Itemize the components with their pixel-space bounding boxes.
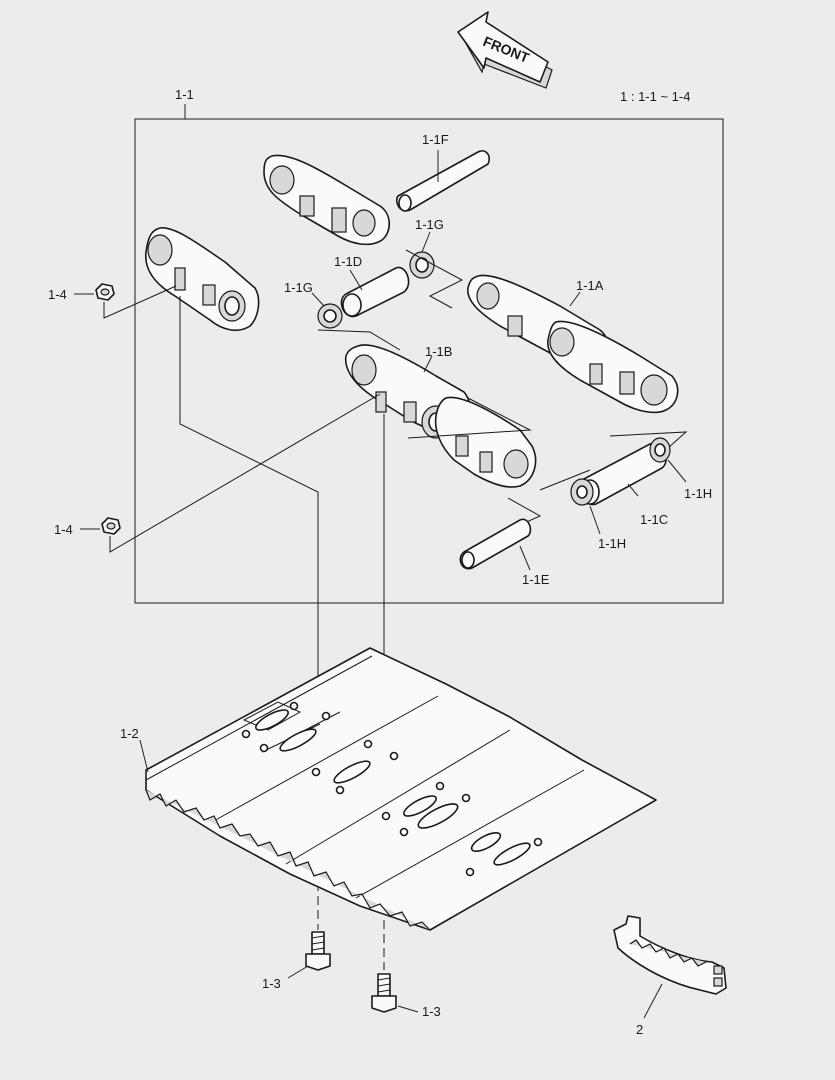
leader-line bbox=[519, 545, 531, 571]
label-1-1g-upper: 1-1G bbox=[415, 217, 444, 232]
alignment-bracket bbox=[405, 249, 464, 309]
alignment-bracket bbox=[407, 397, 532, 439]
label-1-4-lower: 1-4 bbox=[54, 522, 73, 537]
label-1-2: 1-2 bbox=[120, 726, 139, 741]
label-1-1f: 1-1F bbox=[422, 132, 449, 147]
assembly-frame bbox=[134, 118, 724, 604]
pin-1-1f bbox=[395, 150, 491, 212]
leader-line bbox=[109, 393, 381, 553]
label-1-3-right: 1-3 bbox=[422, 1004, 441, 1019]
leader-line bbox=[589, 505, 601, 535]
leader-line bbox=[667, 459, 687, 483]
seal-1-1g-upper bbox=[409, 251, 435, 279]
label-1-4-upper: 1-4 bbox=[48, 287, 67, 302]
label-1-1b: 1-1B bbox=[425, 344, 452, 359]
leader-line bbox=[349, 269, 363, 291]
pin-1-1e bbox=[459, 518, 532, 570]
link-1-1a bbox=[467, 274, 679, 414]
link-upper-left bbox=[145, 227, 260, 332]
alignment-bracket bbox=[609, 431, 688, 449]
label-1-1d: 1-1D bbox=[334, 254, 362, 269]
link-upper-middle bbox=[263, 154, 391, 246]
seal-1-1h-lower bbox=[570, 478, 594, 506]
leader-line bbox=[311, 292, 325, 307]
front-arrow: FRONT bbox=[457, 11, 553, 89]
scale-note: 1 : 1-1 ~ 1-4 bbox=[620, 89, 690, 104]
bushing-1-1d bbox=[340, 266, 410, 318]
track-shoe-1-2 bbox=[145, 647, 657, 931]
leader-line bbox=[139, 739, 149, 773]
leader-line bbox=[423, 355, 433, 373]
label-1-1h-right: 1-1H bbox=[684, 486, 712, 501]
seal-1-1g-left bbox=[317, 303, 343, 329]
label-1-1g-left: 1-1G bbox=[284, 280, 313, 295]
link-1-1b bbox=[344, 344, 537, 488]
label-2: 2 bbox=[636, 1022, 643, 1037]
nut-1-4-upper bbox=[95, 283, 115, 301]
leader-line bbox=[421, 231, 431, 253]
bolt-1-3-right bbox=[371, 973, 397, 1013]
bolt-axis-line bbox=[179, 296, 319, 770]
leader-line bbox=[643, 983, 663, 1019]
track-guide-2 bbox=[613, 915, 727, 995]
leader-line bbox=[397, 1005, 419, 1013]
label-1-3-left: 1-3 bbox=[262, 976, 281, 991]
nut-1-4-lower bbox=[101, 517, 121, 535]
bolt-1-3-left bbox=[305, 931, 331, 971]
leader-line bbox=[287, 965, 309, 979]
label-1-1: 1-1 bbox=[175, 87, 194, 102]
leader-line bbox=[627, 483, 639, 497]
label-1-1e: 1-1E bbox=[522, 572, 550, 587]
alignment-bracket bbox=[317, 329, 401, 351]
label-1-1a: 1-1A bbox=[576, 278, 604, 293]
leader-line bbox=[569, 291, 581, 307]
label-1-1h-lower: 1-1H bbox=[598, 536, 626, 551]
label-1-1c: 1-1C bbox=[640, 512, 668, 527]
leader-line bbox=[103, 285, 177, 319]
seal-1-1h-right bbox=[649, 437, 671, 463]
